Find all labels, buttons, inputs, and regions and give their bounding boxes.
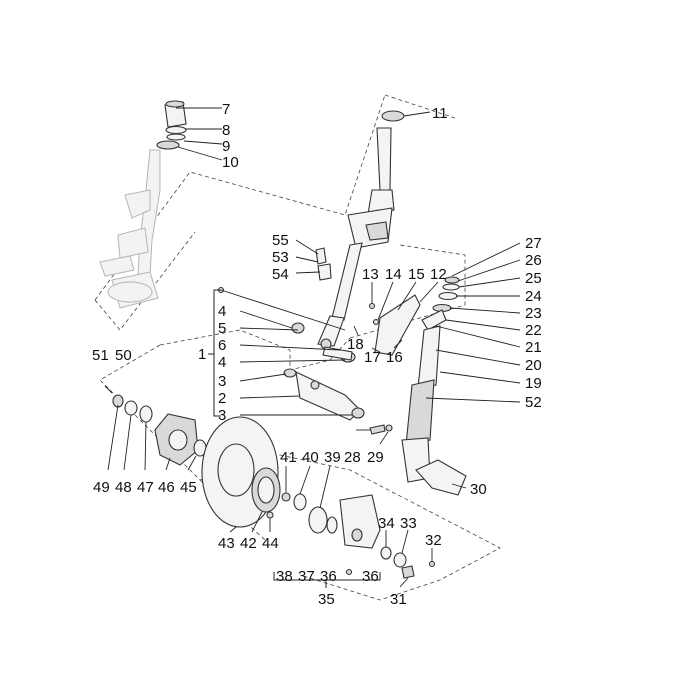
callout-32: 32 (425, 532, 442, 549)
callout-2: 2 (218, 390, 226, 407)
callout-11: 11 (432, 105, 448, 122)
leader-lines (107, 107, 521, 588)
callout-9: 9 (222, 138, 230, 155)
callout-8: 8 (222, 122, 230, 139)
callout-21: 21 (525, 339, 542, 356)
clamp-parts (315, 247, 332, 281)
callout-28: 28 (344, 449, 361, 466)
callout-23: 23 (525, 305, 542, 322)
disc-flange (251, 467, 307, 519)
callout-4-upper: 4 (218, 303, 226, 320)
callout-15: 15 (408, 266, 425, 283)
callout-labels: 7 8 9 10 11 27 26 25 24 23 22 21 20 19 5… (92, 101, 542, 608)
callout-40: 40 (302, 449, 319, 466)
callout-12: 12 (430, 266, 447, 283)
callout-42: 42 (240, 535, 257, 552)
callout-51: 51 (92, 347, 109, 364)
callout-5: 5 (218, 320, 226, 337)
callout-3-upper: 3 (218, 373, 226, 390)
callout-49: 49 (93, 479, 110, 496)
callout-27: 27 (525, 235, 542, 252)
callout-36-right: 36 (362, 568, 379, 585)
callout-3-lower: 3 (218, 407, 226, 424)
callout-50: 50 (115, 347, 132, 364)
suspension-arm (283, 322, 365, 421)
callout-17: 17 (364, 349, 381, 366)
callout-36-left: 36 (320, 568, 337, 585)
callout-16: 16 (386, 349, 403, 366)
callout-22: 22 (525, 322, 542, 339)
callout-18: 18 (347, 336, 364, 353)
steering-fork (317, 110, 405, 350)
brake-caliper (308, 494, 436, 579)
callout-4-lower: 4 (218, 354, 226, 371)
callout-54: 54 (272, 266, 289, 283)
callout-52: 52 (525, 394, 542, 411)
callout-20: 20 (525, 357, 542, 374)
callout-35: 35 (318, 591, 335, 608)
callout-53: 53 (272, 249, 289, 266)
callout-25: 25 (525, 270, 542, 287)
wheel-hub (104, 385, 207, 466)
callout-34: 34 (378, 515, 395, 532)
callout-1: 1 (198, 346, 206, 363)
callout-44: 44 (262, 535, 279, 552)
callout-38: 38 (276, 568, 293, 585)
callout-45: 45 (180, 479, 197, 496)
callout-55: 55 (272, 232, 289, 249)
callout-19: 19 (525, 375, 542, 392)
callout-13: 13 (362, 266, 379, 283)
callout-10: 10 (222, 154, 239, 171)
callout-30: 30 (470, 481, 487, 498)
callout-26: 26 (525, 252, 542, 269)
group-brackets (208, 289, 381, 588)
fork-cover (415, 459, 467, 496)
callout-48: 48 (115, 479, 132, 496)
callout-24: 24 (525, 288, 542, 305)
callout-46: 46 (158, 479, 175, 496)
callout-41: 41 (280, 449, 297, 466)
callout-43: 43 (218, 535, 235, 552)
callout-29: 29 (367, 449, 384, 466)
screws (369, 424, 393, 435)
callout-37: 37 (298, 568, 315, 585)
callout-31: 31 (390, 591, 407, 608)
callout-47: 47 (137, 479, 154, 496)
ghost-steering-column (99, 149, 161, 309)
callout-33: 33 (400, 515, 417, 532)
mudguard-bracket (368, 294, 421, 356)
callout-39: 39 (324, 449, 341, 466)
callout-14: 14 (385, 266, 402, 283)
callout-7: 7 (222, 101, 230, 118)
callout-6: 6 (218, 337, 226, 354)
